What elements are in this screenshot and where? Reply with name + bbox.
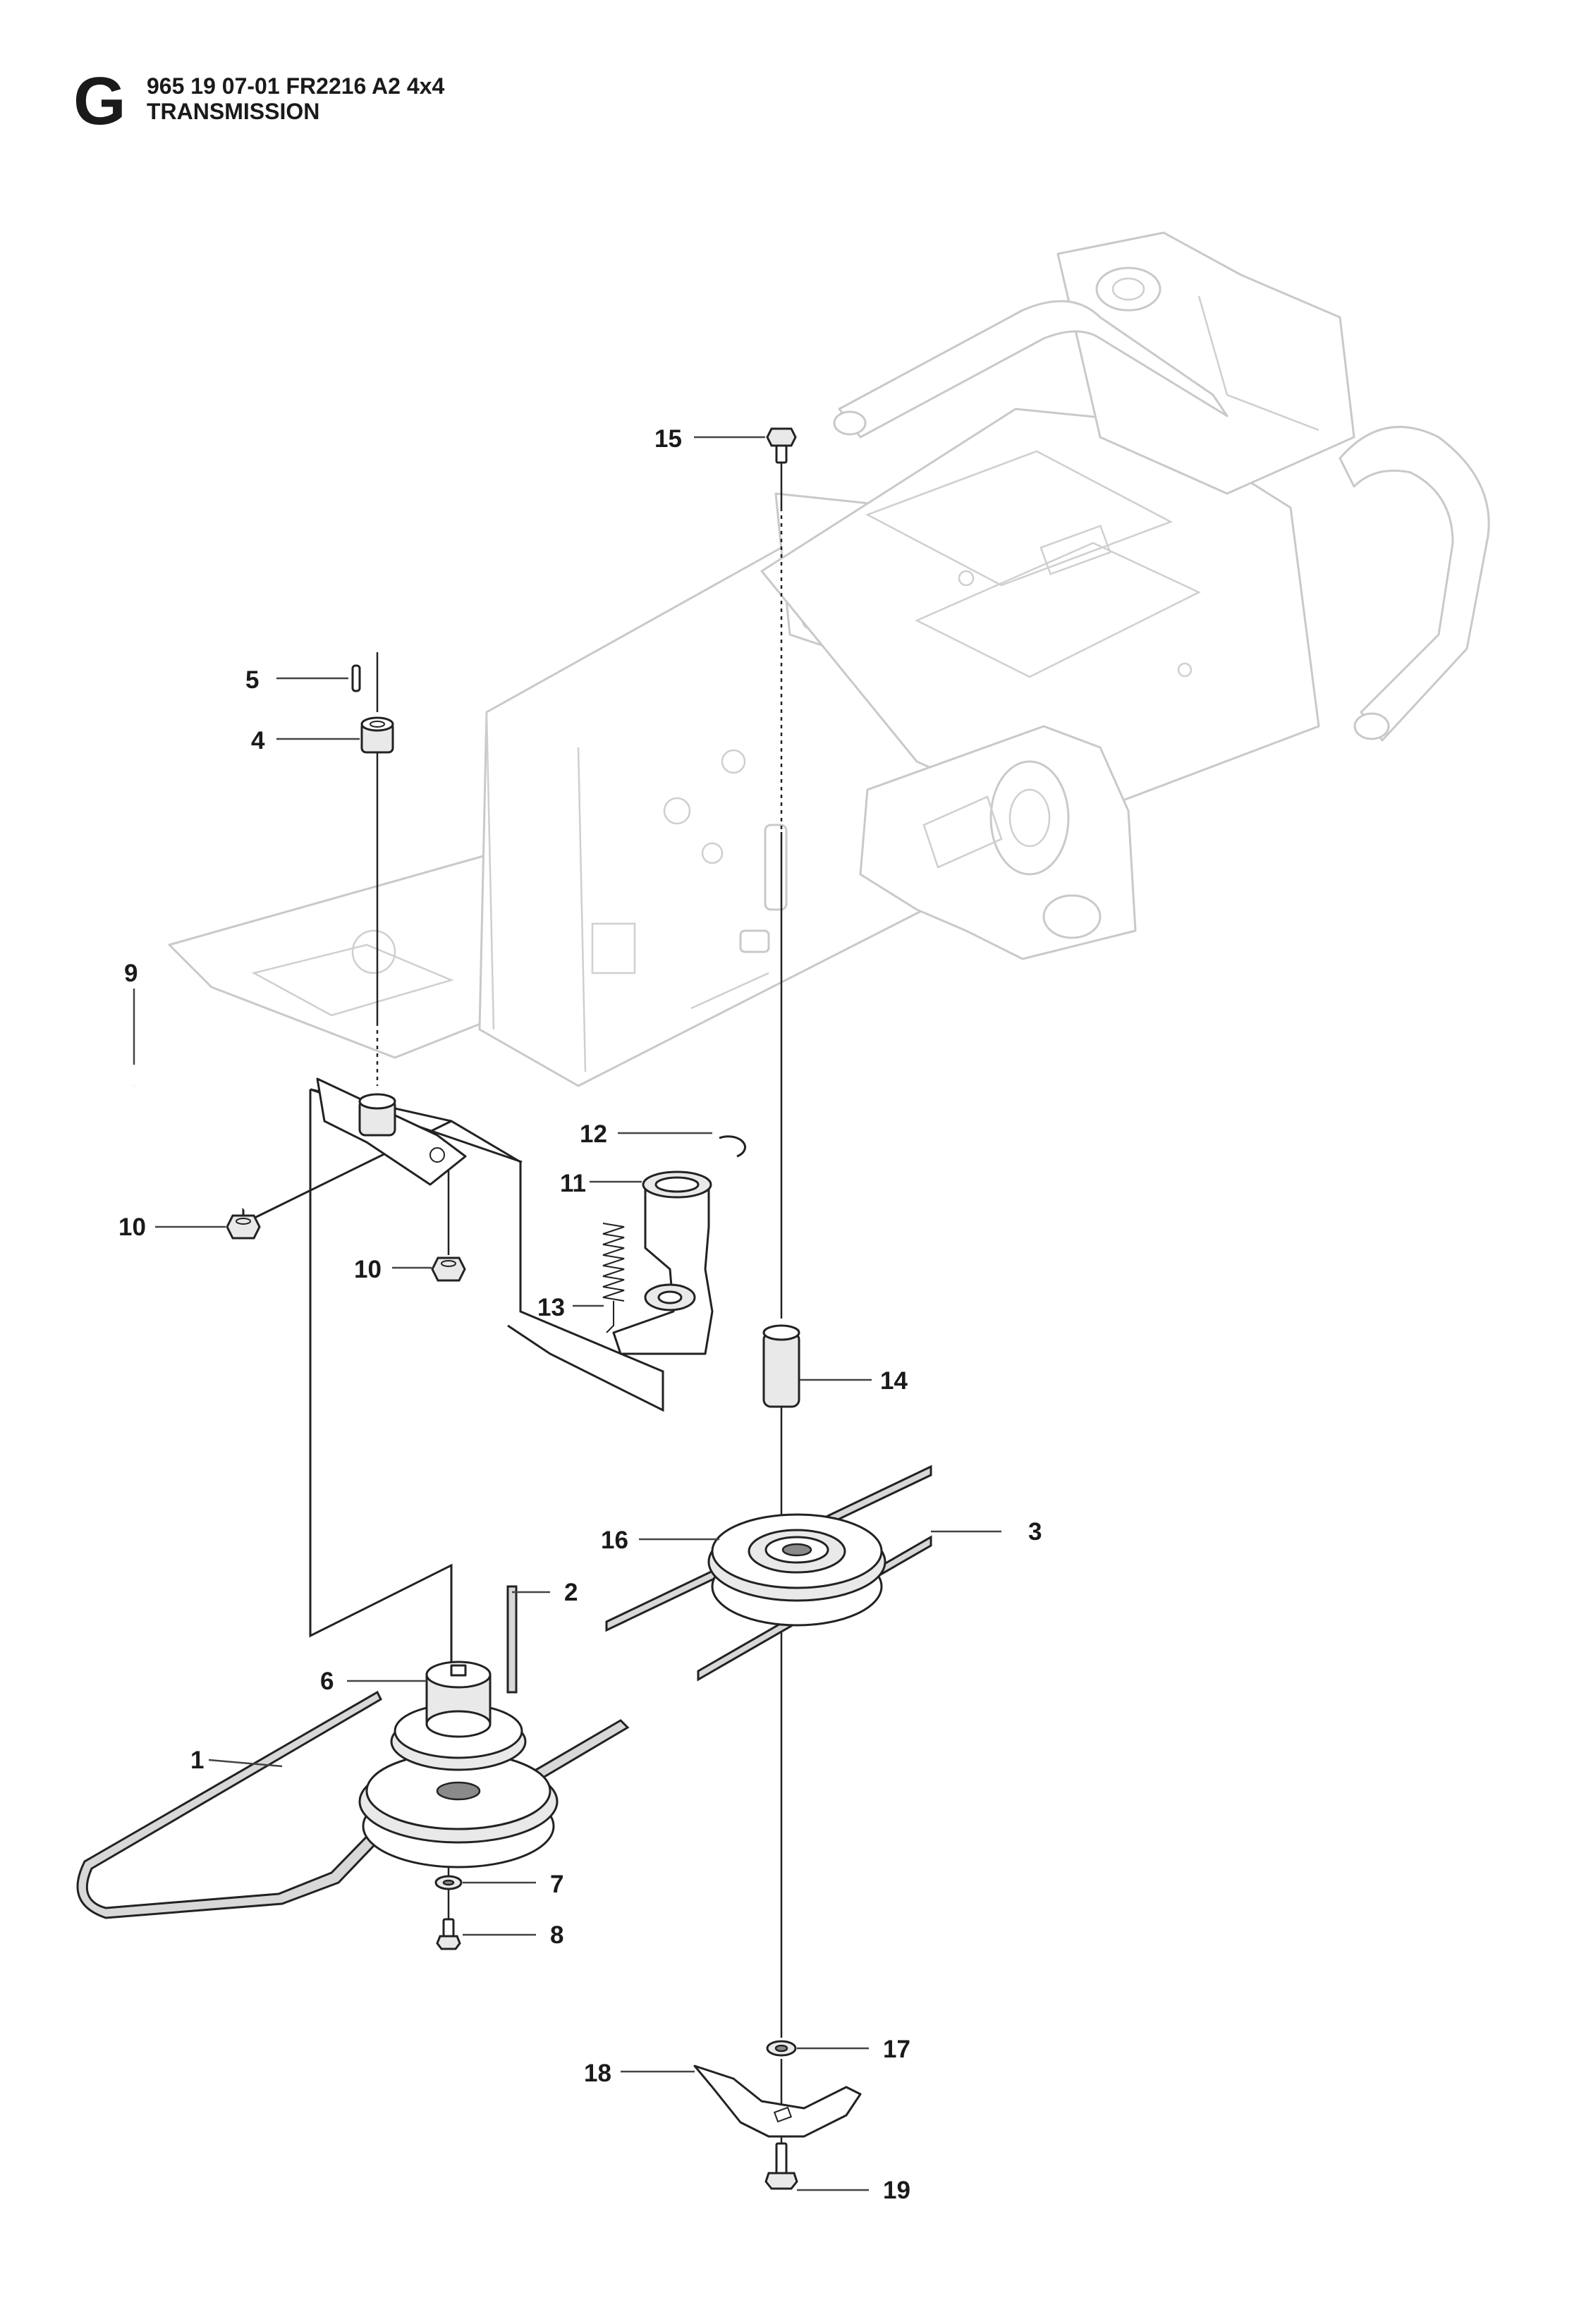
callout-9: 9: [124, 960, 138, 987]
part-15-bolt: [766, 427, 797, 464]
part-9-spring-rod: [123, 1061, 250, 1213]
chassis-frame: [168, 231, 1490, 1087]
callout-13: 13: [537, 1294, 565, 1321]
part-19-flange-bolt: [764, 2142, 798, 2190]
pulley-mount-bracket: [316, 1077, 467, 1186]
callout-5: 5: [245, 666, 259, 694]
part-14-spacer: [762, 1324, 800, 1408]
callout-10a: 10: [118, 1213, 146, 1241]
callout-2: 2: [564, 1579, 578, 1606]
section-letter: G: [73, 63, 126, 139]
callout-16: 16: [601, 1527, 628, 1554]
document-code: 965 19 07-01 FR2216 A2 4x4: [147, 73, 445, 99]
callout-1: 1: [190, 1747, 204, 1774]
part-13-spring: [602, 1223, 625, 1333]
callout-3: 3: [1028, 1518, 1042, 1546]
part-17-washer: [766, 2040, 797, 2057]
callout-12: 12: [580, 1120, 607, 1148]
callout-15: 15: [654, 425, 682, 453]
part-16-idler-pulley: [707, 1513, 886, 1627]
part-12-circlip: [719, 1135, 746, 1158]
part-5-key: [351, 664, 361, 692]
diagram-header: G 965 19 07-01 FR2216 A2 4x4 TRANSMISSIO…: [73, 68, 708, 145]
part-18-retaining-plate: [693, 2065, 862, 2138]
callout-19: 19: [883, 2177, 910, 2204]
callout-labels: 15 5 4 9 12 11 10 10 13 14 16 3 2 6 1 7 …: [118, 425, 1042, 2204]
part-4-bushing: [360, 716, 394, 754]
callout-6: 6: [320, 1668, 334, 1695]
callout-8: 8: [550, 1921, 563, 1949]
part-10-nut-a: [226, 1214, 261, 1240]
callout-11: 11: [560, 1170, 586, 1197]
part-8-bolt: [436, 1918, 461, 1950]
callout-17: 17: [883, 2036, 910, 2063]
callout-4: 4: [251, 727, 265, 754]
callout-10b: 10: [354, 1256, 382, 1283]
callout-14: 14: [880, 1367, 908, 1395]
leader-lines: [133, 436, 1001, 2191]
part-6-pulley-hub: [358, 1661, 559, 1869]
part-11-idler-arm: [612, 1170, 714, 1355]
part-10-nut-b: [431, 1256, 466, 1282]
callout-7: 7: [550, 1871, 563, 1898]
part-7-washer: [434, 1875, 463, 1890]
callout-18: 18: [584, 2060, 611, 2087]
section-title: TRANSMISSION: [147, 99, 320, 124]
